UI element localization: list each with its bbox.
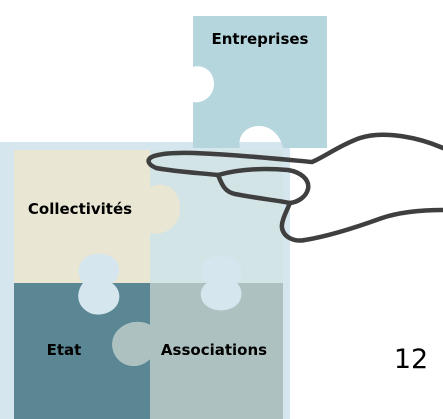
puzzle-piece-etat: Etat	[14, 283, 150, 419]
puzzle-piece-etat-shape	[14, 283, 150, 419]
puzzle-piece-associations-shape	[112, 283, 284, 419]
entreprises-label: Entreprises	[212, 30, 309, 48]
collectivites-label: Collectivités	[28, 200, 132, 218]
page-number: 12	[394, 344, 428, 375]
puzzle-piece-entreprises-shape	[193, 16, 327, 148]
puzzle-piece-right-upper-shape	[150, 150, 283, 283]
etat-label: Etat	[47, 341, 82, 359]
puzzle-piece-collectivites: Collectivités	[14, 150, 181, 283]
puzzle-piece-entreprises: Entreprises	[193, 16, 327, 148]
hand-palm-outline	[146, 132, 443, 243]
puzzle-piece-right-upper	[150, 150, 283, 283]
puzzle-piece-associations: Associations	[112, 283, 284, 419]
open-hand-line-icon	[146, 132, 443, 243]
puzzle-piece-collectivites-shape	[14, 150, 181, 283]
hand-thumb-outline	[215, 166, 311, 206]
associations-label: Associations	[161, 341, 267, 359]
